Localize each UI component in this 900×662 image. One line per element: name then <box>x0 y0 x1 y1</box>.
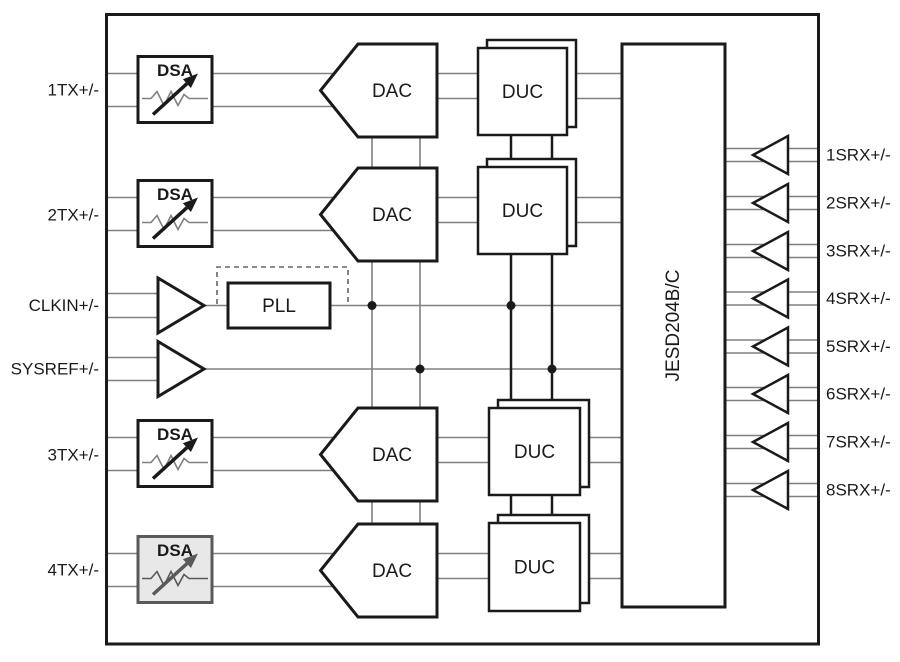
attenuator-arrow <box>151 206 189 240</box>
srx8-buffer-triangle-icon <box>750 468 790 512</box>
clkin-buffer-triangle-icon <box>156 275 207 336</box>
jesd-block: JESD204B/C <box>620 42 727 609</box>
dsa3-block: DSA <box>136 419 214 488</box>
sysref-buffer <box>156 338 207 400</box>
attenuator-icon <box>142 89 208 108</box>
duc3-label: DUC <box>514 442 555 463</box>
duc2-label: DUC <box>502 201 543 222</box>
srx7-buffer-triangle-icon <box>750 420 790 464</box>
attenuator-icon <box>142 453 208 472</box>
dac4-block <box>318 522 439 619</box>
left-pin-labels: 1TX+/- 2TX+/- CLKIN+/- SYSREF+/- 3TX+/- … <box>11 81 99 580</box>
pin-label-4tx: 4TX+/- <box>48 561 100 580</box>
srx6-buffer-triangle-icon <box>750 372 790 416</box>
dac1-label: DAC <box>372 81 412 102</box>
duc1-block <box>476 46 569 137</box>
junction-dot <box>506 301 516 310</box>
pin-label-4srx: 4SRX+/- <box>826 289 891 308</box>
dsa2-block: DSA <box>136 179 214 248</box>
pin-label-1srx: 1SRX+/- <box>826 146 891 165</box>
duc4-label: DUC <box>514 558 555 579</box>
pin-label-sysref: SYSREF+/- <box>11 360 99 379</box>
pin-label-2srx: 2SRX+/- <box>826 194 891 213</box>
duc1-label: DUC <box>502 82 543 103</box>
sysref-buffer-triangle-icon <box>156 338 207 400</box>
srx1-buffer-triangle-icon <box>750 133 790 177</box>
clkin-buffer <box>156 275 207 336</box>
attenuator-icon <box>142 213 208 232</box>
duc-blocks: DUC DUC DUC DUC <box>476 38 591 613</box>
attenuator-icon <box>142 569 208 588</box>
srx-buffers <box>750 133 790 512</box>
dac1-block <box>318 42 439 139</box>
junction-dots <box>367 301 557 374</box>
srx2-buffer-triangle-icon <box>750 181 790 225</box>
junction-dot <box>547 364 557 374</box>
pin-label-2tx: 2TX+/- <box>48 206 100 225</box>
pin-label-clkin: CLKIN+/- <box>29 296 99 315</box>
channel-lines <box>106 72 622 588</box>
dsa2-box <box>136 179 214 248</box>
attenuator-arrowhead-icon <box>182 197 198 212</box>
srx3-buffer-triangle-icon <box>750 229 790 273</box>
duc2-block <box>476 165 569 256</box>
pll-bypass-dashed-box <box>216 266 349 304</box>
dac2-label: DAC <box>372 205 412 226</box>
dsa1-label: DSA <box>157 61 193 80</box>
attenuator-arrowhead-icon <box>182 553 198 568</box>
junction-dot <box>367 301 377 310</box>
pin-label-3srx: 3SRX+/- <box>826 242 891 261</box>
srx5-buffer-triangle-icon <box>750 325 790 368</box>
jesd-box <box>620 42 727 609</box>
right-pin-labels: 1SRX+/- 2SRX+/- 3SRX+/- 4SRX+/- 5SRX+/- … <box>826 146 891 500</box>
chip-outline <box>105 13 820 646</box>
jesd-label: JESD204B/C <box>663 270 684 382</box>
pin-label-3tx: 3TX+/- <box>48 446 100 465</box>
pin-label-6srx: 6SRX+/- <box>826 385 891 404</box>
dsa4-label: DSA <box>157 541 193 560</box>
dac-blocks: DAC DAC DAC DAC <box>318 42 439 619</box>
attenuator-arrow <box>151 446 189 480</box>
pll-box <box>226 281 332 330</box>
dac3-block <box>318 406 439 503</box>
pin-label-5srx: 5SRX+/- <box>826 337 891 356</box>
attenuator-arrow <box>151 562 189 596</box>
duc4-block <box>487 521 582 613</box>
dsa3-label: DSA <box>157 425 193 444</box>
sysref-diff-pair <box>106 356 158 382</box>
pll-label: PLL <box>262 296 296 317</box>
pll-block: PLL <box>226 281 332 330</box>
duc3-block <box>487 406 582 497</box>
pin-label-8srx: 8SRX+/- <box>826 481 891 500</box>
attenuator-arrowhead-icon <box>182 437 198 452</box>
dsa4-box <box>136 535 214 604</box>
dsa4-block-disabled: DSA <box>136 535 214 604</box>
dsa1-block: DSA <box>136 55 214 124</box>
attenuator-arrowhead-icon <box>182 73 198 88</box>
pin-label-1tx: 1TX+/- <box>48 81 100 100</box>
clkin-diff-pair <box>106 292 158 319</box>
attenuator-arrow <box>151 82 189 116</box>
junction-dot <box>415 364 425 374</box>
dsa1-box <box>136 55 214 124</box>
dac2-block <box>318 166 439 263</box>
dsa3-box <box>136 419 214 488</box>
dac4-label: DAC <box>372 561 412 582</box>
srx4-buffer-triangle-icon <box>750 277 790 320</box>
dsa2-label: DSA <box>157 185 193 204</box>
pin-label-7srx: 7SRX+/- <box>826 433 891 452</box>
dac3-label: DAC <box>372 445 412 466</box>
